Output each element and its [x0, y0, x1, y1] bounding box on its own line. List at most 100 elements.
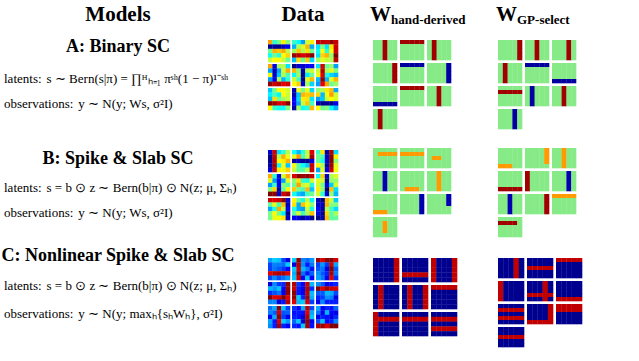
patch-pixel	[389, 285, 395, 290]
patch-pixel	[373, 98, 378, 102]
patch-pixel	[432, 198, 437, 202]
patch-pixel	[392, 221, 397, 225]
patch-pixel	[316, 216, 321, 221]
patch-pixel	[427, 75, 432, 79]
patch-pixel	[325, 159, 330, 164]
patch-pixel	[571, 98, 576, 102]
patch-pixel	[571, 52, 576, 56]
patch-pixel	[503, 233, 508, 237]
patch-pixel	[373, 52, 378, 56]
patch-pixel	[410, 102, 415, 106]
patch-pixel	[316, 295, 321, 300]
patch-pixel	[517, 102, 522, 106]
patch-pixel	[418, 317, 424, 322]
patch-pixel	[498, 293, 504, 297]
patch-pixel	[316, 315, 321, 320]
patch-pixel	[296, 82, 301, 87]
patch-pixel	[320, 295, 325, 300]
patch-pixel	[571, 90, 576, 94]
patch-pixel	[383, 268, 389, 273]
patch-pixel	[316, 306, 321, 311]
patch-pixel	[402, 285, 408, 290]
patch-pixel	[562, 183, 567, 187]
patch-pixel	[418, 322, 424, 327]
patch-pixel	[325, 202, 330, 207]
patch-pixel	[447, 331, 453, 336]
patch-pixel	[373, 229, 378, 233]
patch-pixel	[432, 75, 437, 79]
patch-pixel	[525, 164, 530, 168]
patch-pixel	[305, 258, 310, 263]
patch-pixel	[392, 225, 397, 229]
patch-pixel	[400, 156, 405, 160]
patch-pixel	[418, 295, 424, 300]
patch-pixel	[441, 268, 447, 273]
patch-pixel	[329, 97, 334, 102]
patch-pixel	[427, 79, 432, 83]
patch-pixel	[305, 183, 310, 188]
patch-pixel	[400, 75, 405, 79]
patch-pixel	[414, 210, 419, 214]
patch-pixel	[329, 178, 334, 183]
patch-pixel	[296, 315, 301, 320]
patch-pixel	[316, 282, 321, 287]
patch-pixel	[539, 187, 544, 191]
patch-pixel	[272, 319, 277, 324]
patch-pixel	[552, 71, 557, 75]
patch-pixel	[320, 258, 325, 263]
patch-pixel	[378, 171, 383, 175]
patch-pixel	[310, 159, 315, 164]
patch-pixel	[503, 274, 509, 278]
patch-pixel	[268, 315, 273, 320]
patch-pixel	[301, 49, 306, 54]
patch-pixel	[272, 276, 277, 281]
patch-pixel	[387, 113, 392, 117]
patch-pixel	[392, 160, 397, 164]
patch-pixel	[405, 52, 410, 56]
patch-pixel	[268, 198, 273, 203]
patch-pixel	[543, 270, 549, 274]
patch-pixel	[441, 258, 447, 263]
patch-pixel	[441, 183, 446, 187]
patch-pixel	[378, 40, 383, 44]
patch-pixel	[301, 286, 306, 291]
patch-pixel	[378, 160, 383, 164]
patch-pixel	[410, 171, 415, 175]
patch-pixel	[378, 175, 383, 179]
patch-pixel	[378, 229, 383, 233]
patch-pixel	[543, 258, 549, 262]
patch-pixel	[400, 179, 405, 183]
patch-pixel	[305, 187, 310, 192]
patch-pixel	[281, 163, 286, 168]
patch-pixel	[512, 121, 517, 125]
patch-pixel	[405, 44, 410, 48]
patch-pixel	[272, 267, 277, 272]
patch-pixel	[419, 164, 424, 168]
patch-pixel	[325, 49, 330, 54]
patch-pixel	[320, 202, 325, 207]
patch-pixel	[281, 92, 286, 97]
patch-pixel	[268, 174, 273, 179]
patch-pixel	[530, 40, 535, 44]
patch-pixel	[503, 75, 508, 79]
patch-pixel	[508, 262, 514, 266]
patch-pixel	[446, 194, 451, 198]
patch-pixel	[329, 258, 334, 263]
patch-pixel	[292, 58, 297, 63]
patch-pixel	[316, 324, 321, 329]
patch-pixel	[383, 304, 389, 309]
patch-pixel	[414, 52, 419, 56]
patch-pixel	[373, 171, 378, 175]
patch-pixel	[436, 317, 442, 322]
patch-pixel	[301, 295, 306, 300]
patch-pixel	[286, 198, 291, 203]
patch-pixel	[437, 40, 442, 44]
patch-pixel	[561, 270, 567, 274]
patch-pixel	[539, 206, 544, 210]
patch-pixel	[383, 317, 389, 322]
patch-pixel	[552, 152, 557, 156]
patch-pixel	[373, 179, 378, 183]
patch-pixel	[514, 262, 520, 266]
patch-pixel	[566, 40, 571, 44]
patch-pixel	[373, 312, 379, 317]
